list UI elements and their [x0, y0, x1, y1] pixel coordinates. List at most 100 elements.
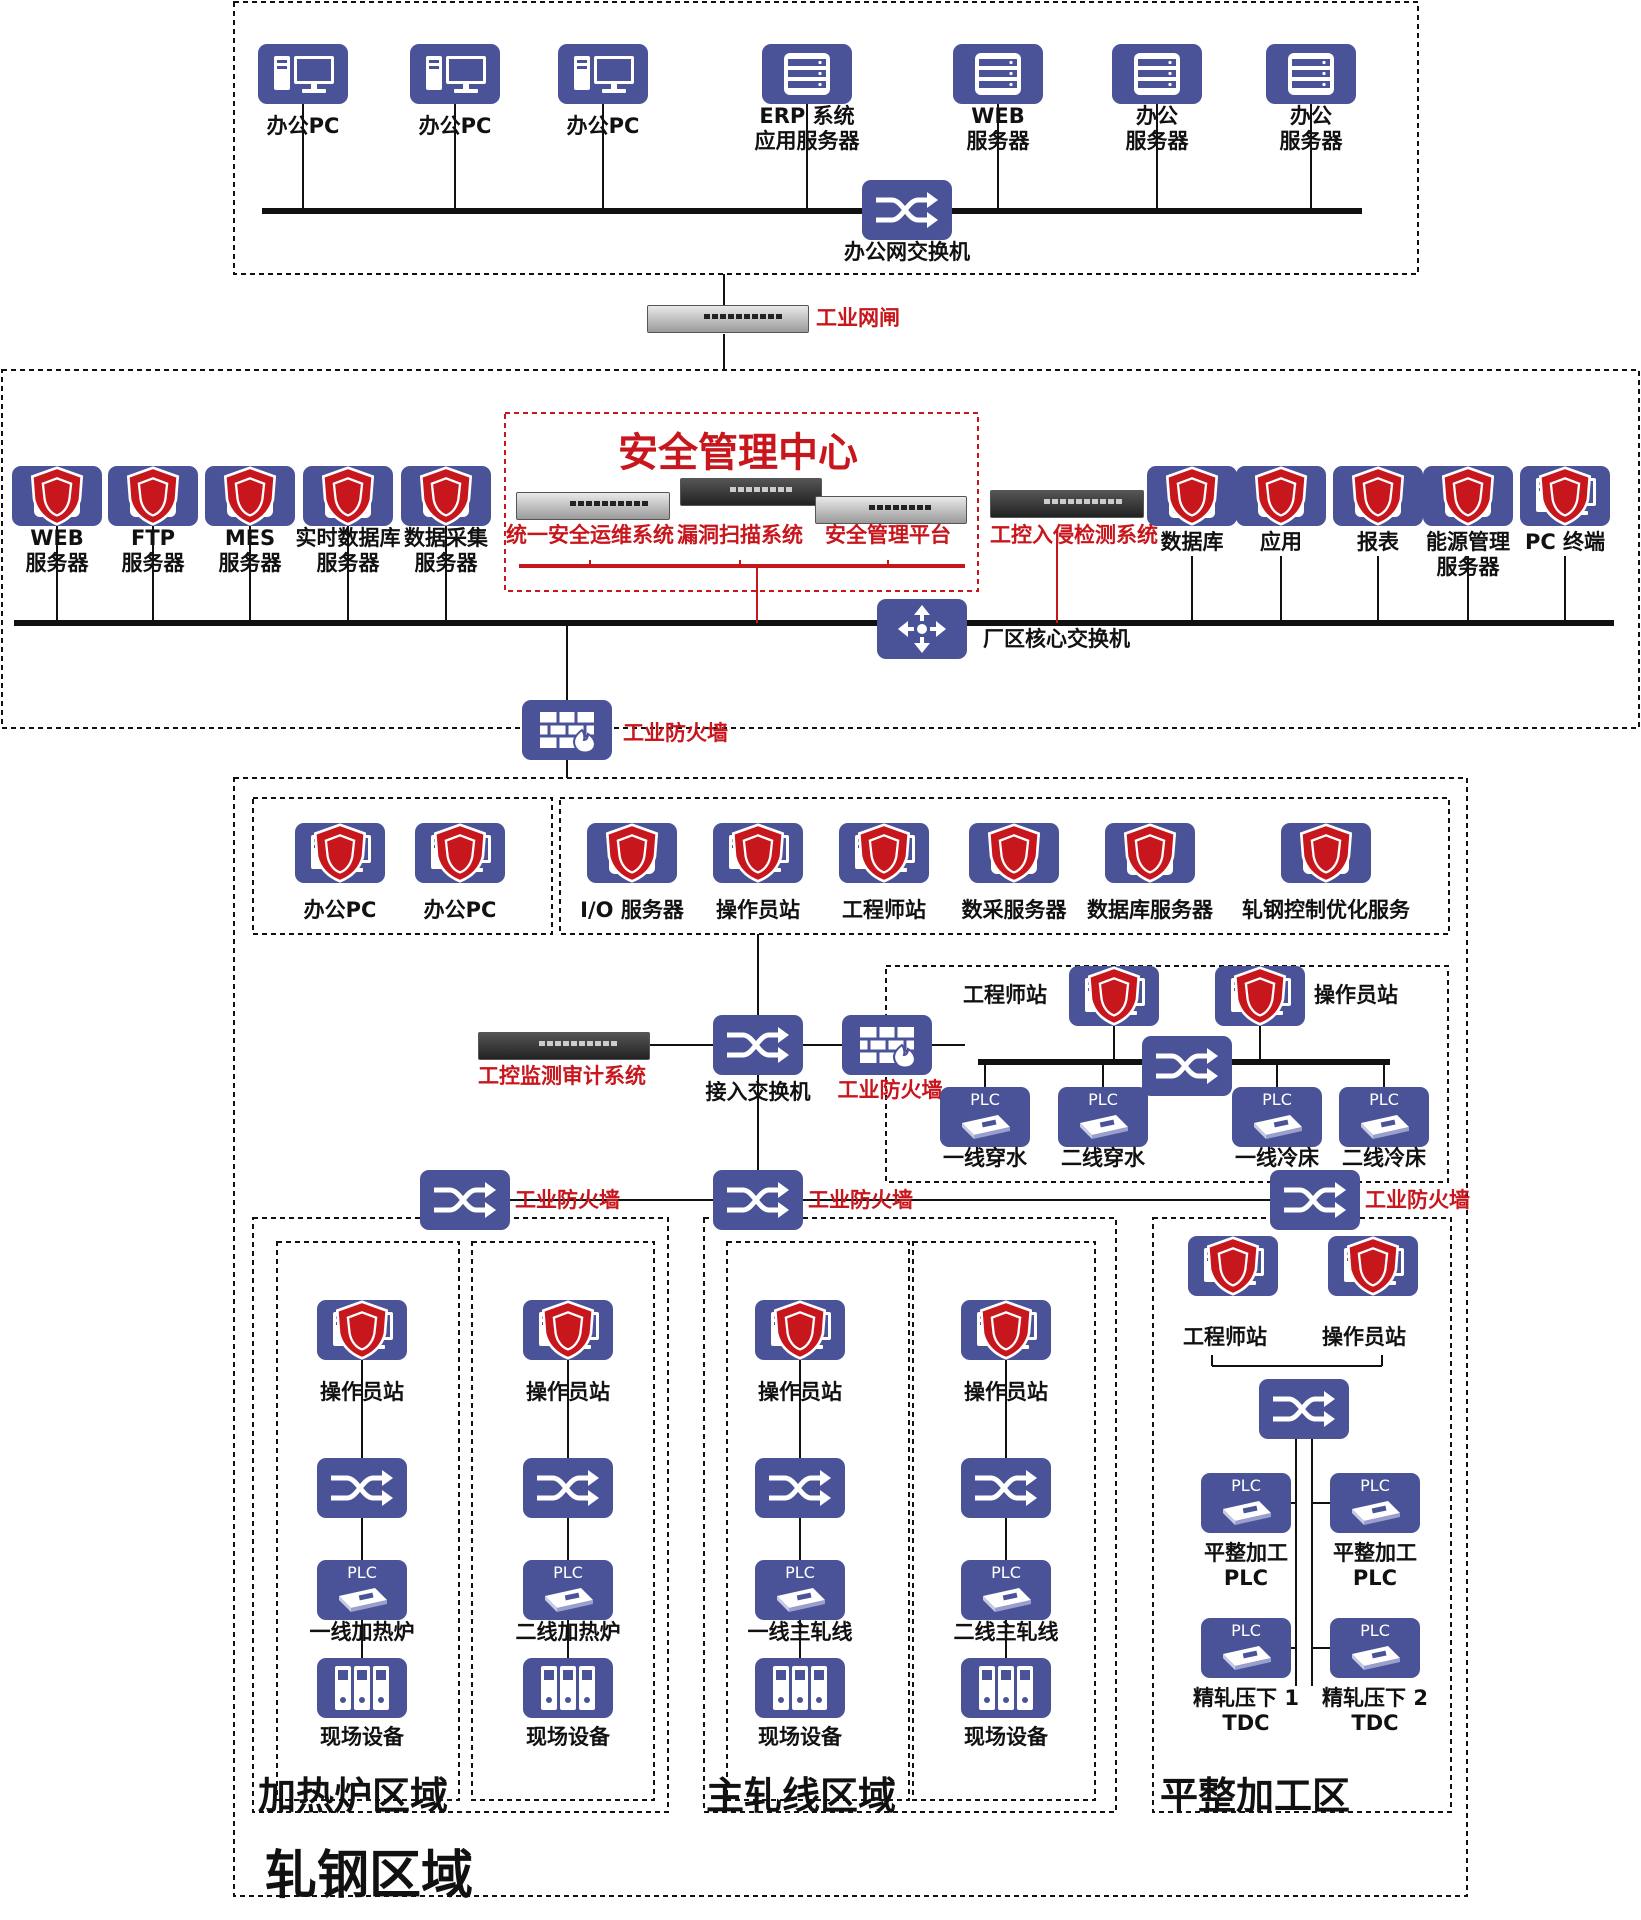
plant-right-label: 报表 [1357, 530, 1399, 554]
rolling-server-icon [969, 823, 1059, 883]
svg-text:PLC: PLC [970, 1090, 1000, 1109]
finishing-operator-icon [1328, 1236, 1418, 1296]
industrial-gateway-label: 工业网闸 [816, 306, 900, 330]
finishing-switch-icon [1259, 1379, 1349, 1439]
plc-icon: PLC [755, 1560, 845, 1620]
rolling-office-pc-icon [415, 823, 505, 883]
line-operator-icon [523, 1300, 613, 1360]
plc-icon: PLC [1232, 1087, 1322, 1147]
office-server-icon [762, 44, 852, 104]
plc-icon: PLC [1339, 1087, 1429, 1147]
line-sub-border [471, 1241, 655, 1801]
plant-right-icon [1236, 466, 1326, 526]
office-zone-border [233, 1, 1419, 275]
security-shield-icon [1206, 1236, 1260, 1296]
security-shield-icon [1087, 966, 1141, 1026]
plc-icon: PLC [940, 1087, 1030, 1147]
svg-text:PLC: PLC [991, 1563, 1021, 1582]
finishing-engineer-icon [1188, 1236, 1278, 1296]
plant-right-icon [1423, 466, 1513, 526]
audit-device [478, 1032, 650, 1060]
access-switch-label: 接入交换机 [705, 1080, 811, 1104]
rolling-server-icon [1105, 823, 1195, 883]
finishing-engineer-label: 工程师站 [1183, 1325, 1267, 1349]
ops-audit-device [516, 492, 670, 520]
cooling-firewall-icon [842, 1015, 932, 1075]
plc-icon: PLC [523, 1560, 613, 1620]
plant-server-label: 数据采集服务器 [404, 526, 488, 575]
core-switch-label: 厂区核心交换机 [983, 627, 1130, 651]
rolling-zone-border [233, 777, 1468, 1897]
field-device-icon [961, 1658, 1051, 1718]
plant-right-label: 数据库 [1160, 530, 1224, 554]
svg-text:PLC: PLC [1262, 1090, 1292, 1109]
plant-right-label: PC 终端 [1524, 530, 1606, 554]
office-server-label: ERP 系统应用服务器 [754, 104, 860, 153]
security-shield-icon [1346, 1236, 1400, 1296]
plant-zone-border [1, 369, 1640, 729]
security-shield-icon [1441, 466, 1495, 526]
security-shield-icon [1299, 823, 1353, 883]
server-group-border [559, 797, 1450, 935]
plant-server-icon [205, 466, 295, 526]
cooling-operator-label: 操作员站 [1314, 983, 1398, 1007]
zone-switch-icon [713, 1170, 803, 1230]
plc-icon: PLC [1330, 1473, 1420, 1533]
security-shield-icon [313, 823, 367, 883]
plant-right-label: 能源管理服务器 [1426, 530, 1510, 579]
svg-text:PLC: PLC [1360, 1621, 1390, 1640]
security-shield-icon [605, 823, 659, 883]
cooling-engineer-label: 工程师站 [963, 983, 1047, 1007]
svg-text:PLC: PLC [1360, 1476, 1390, 1495]
plant-server-icon [303, 466, 393, 526]
office-switch-label: 办公网交换机 [844, 240, 970, 264]
rolling-office-pc-label: 办公PC [423, 898, 497, 922]
plc-icon: PLC [961, 1560, 1051, 1620]
line-switch-icon [317, 1458, 407, 1518]
security-shield-icon [979, 1300, 1033, 1360]
line-operator-label: 操作员站 [758, 1380, 842, 1404]
plant-right-icon [1520, 466, 1610, 526]
line-switch-icon [523, 1458, 613, 1518]
security-shield-icon [1123, 823, 1177, 883]
security-shield-icon [773, 1300, 827, 1360]
office-server-icon [1266, 44, 1356, 104]
security-platform-device [815, 496, 967, 524]
line-plc-label: 二线加热炉 [515, 1620, 621, 1644]
line-switch-icon [755, 1458, 845, 1518]
security-center-item: 安全管理平台 [825, 523, 951, 547]
office-switch-icon [862, 180, 952, 240]
core-switch-icon [877, 599, 967, 659]
industrial-gateway-device [647, 305, 809, 333]
rolling-zone-title: 轧钢区域 [265, 1846, 474, 1906]
field-device-icon [317, 1658, 407, 1718]
line-operator-icon [961, 1300, 1051, 1360]
security-center-title: 安全管理中心 [618, 430, 858, 476]
line-plc-label: 一线加热炉 [309, 1620, 415, 1644]
plc-icon: PLC [1330, 1618, 1420, 1678]
security-center-item: 漏洞扫描系统 [677, 523, 803, 547]
rolling-server-icon [587, 823, 677, 883]
security-shield-icon [321, 466, 375, 526]
cooling-switch-icon [1142, 1036, 1232, 1096]
office-server-label: 办公服务器 [1125, 104, 1189, 153]
line-operator-label: 操作员站 [964, 1380, 1048, 1404]
line-sub-border [726, 1241, 910, 1801]
rolling-server-label: 数采服务器 [961, 898, 1067, 922]
field-device-label: 现场设备 [964, 1725, 1048, 1749]
field-device-icon [523, 1658, 613, 1718]
office-pc-icon [558, 44, 648, 104]
plc-icon: PLC [1058, 1087, 1148, 1147]
svg-text:PLC: PLC [785, 1563, 815, 1582]
security-shield-icon [541, 1300, 595, 1360]
office-pc-group-border [252, 797, 553, 935]
area-title: 平整加工区 [1160, 1774, 1351, 1818]
field-device-label: 现场设备 [320, 1725, 404, 1749]
security-center-item: 统一安全运维系统 [506, 523, 674, 547]
security-shield-icon [987, 823, 1041, 883]
